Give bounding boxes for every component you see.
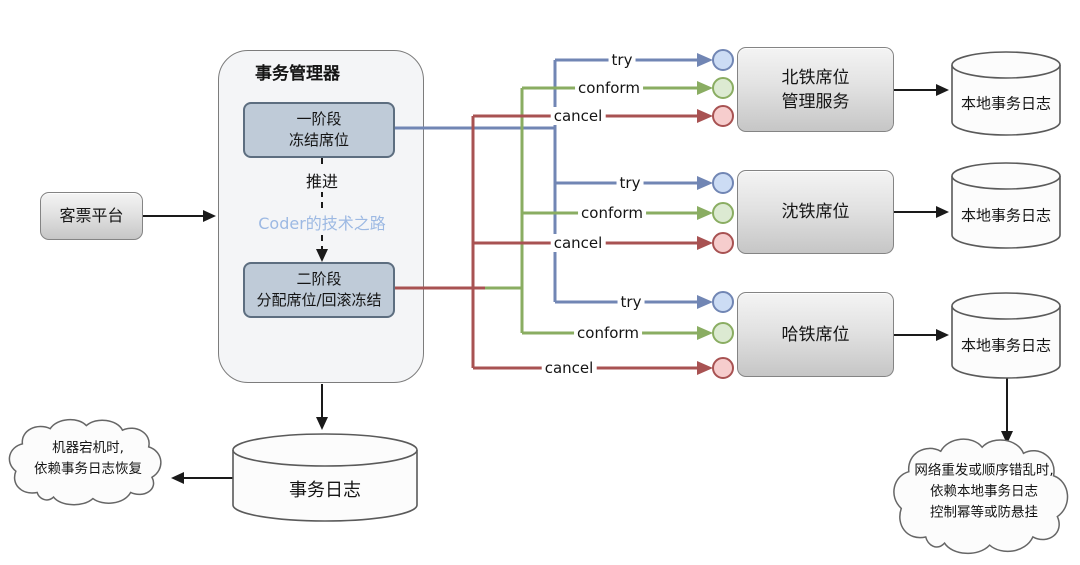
- locallog1-cylinder: [951, 51, 1061, 136]
- conform-arrowhead-1: [697, 81, 713, 95]
- cancel-port-2: [712, 232, 734, 254]
- right-cloud: [894, 439, 1068, 553]
- locallog2-top: [951, 162, 1061, 190]
- phase1-line1: 一阶段: [296, 110, 342, 128]
- databases: [232, 51, 1061, 522]
- arrowhead-leftcloud: [171, 472, 184, 484]
- try-arrowhead-2: [697, 176, 713, 190]
- conform-label-1: conform: [575, 79, 643, 97]
- try-port-3: [712, 291, 734, 313]
- cancel-arrowhead-2: [697, 236, 713, 250]
- note-clouds: [9, 420, 1067, 554]
- client-platform-node: 客票平台: [40, 192, 143, 240]
- txlog-cylinder-body: [232, 450, 418, 522]
- right-cloud-line3: 控制幂等或防悬挂: [929, 504, 1038, 521]
- transaction-manager-title: 事务管理器: [255, 64, 340, 84]
- black-arrows: [143, 89, 1008, 479]
- black-arrowheads: [171, 84, 1013, 484]
- locallog2-body: [951, 176, 1061, 249]
- advance-label: 推进: [302, 168, 342, 192]
- right-cloud-line2: 依赖本地事务日志: [929, 483, 1038, 500]
- locallog1-label: 本地事务日志: [960, 94, 1052, 113]
- service-beitie-title-line2: 管理服务: [781, 91, 850, 112]
- cancel-port-3: [712, 357, 734, 379]
- cancel-lines: [395, 114, 701, 370]
- cancel-label-2: cancel: [550, 234, 606, 252]
- cancel-arrowheads: [697, 109, 713, 375]
- phase2-line2: 分配席位/回滚冻结: [256, 291, 382, 309]
- service-shentie-title: 沈铁席位: [781, 202, 850, 222]
- arrowhead-advance: [316, 249, 328, 262]
- try-port-1: [712, 49, 734, 71]
- right-cloud-line1: 网络重发或顺序错乱时,: [914, 462, 1054, 479]
- left-cloud-text: 机器宕机时, 依赖事务日志恢复: [34, 438, 142, 480]
- locallog2-cylinder: [951, 162, 1061, 249]
- try-label-2: try: [616, 174, 644, 192]
- right-cloud-text: 网络重发或顺序错乱时, 依赖本地事务日志 控制幂等或防悬挂: [914, 461, 1053, 524]
- phase1-node: 一阶段 冻结席位: [243, 102, 395, 158]
- arrowhead-txlog: [316, 417, 328, 430]
- try-lines: [395, 58, 701, 304]
- phase1-line2: 冻结席位: [288, 131, 349, 149]
- locallog3-label: 本地事务日志: [960, 336, 1052, 355]
- locallog3-cylinder: [951, 292, 1061, 379]
- conform-arrowhead-2: [697, 206, 713, 220]
- locallog2-label: 本地事务日志: [960, 206, 1052, 225]
- left-cloud-line2: 依赖事务日志恢复: [34, 461, 142, 477]
- phase2-node: 二阶段 分配席位/回滚冻结: [243, 262, 395, 318]
- txlog-cylinder-top: [232, 433, 418, 467]
- left-cloud-line1: 机器宕机时,: [52, 440, 124, 456]
- left-cloud: [9, 420, 160, 505]
- locallog1-body: [951, 65, 1061, 136]
- arrowhead-rightcloud: [1001, 431, 1013, 444]
- cancel-label-3: cancel: [541, 359, 597, 377]
- service-shentie-node: 沈铁席位: [737, 170, 894, 254]
- endpoint-ports: [712, 49, 734, 379]
- locallog1-top: [951, 51, 1061, 79]
- try-label-1: try: [608, 51, 636, 69]
- client-platform-label: 客票平台: [59, 206, 124, 225]
- cancel-arrowhead-1: [697, 109, 713, 123]
- arrowhead-log1: [936, 84, 949, 96]
- txlog-cylinder: [232, 433, 418, 522]
- cancel-port-1: [712, 105, 734, 127]
- phase2-line1: 二阶段: [296, 270, 342, 288]
- conform-label-3: conform: [574, 324, 642, 342]
- conform-label-2: conform: [578, 204, 646, 222]
- service-beitie-title-line1: 北铁席位: [781, 67, 850, 88]
- conform-port-3: [712, 322, 734, 344]
- conform-port-2: [712, 202, 734, 224]
- cancel-arrowhead-3: [697, 361, 713, 375]
- arrowhead-client: [203, 210, 216, 222]
- locallog3-body: [951, 306, 1061, 379]
- service-hatie-title: 哈铁席位: [781, 324, 850, 345]
- conform-arrowhead-3: [697, 326, 713, 340]
- conform-port-1: [712, 77, 734, 99]
- arrowhead-log3: [936, 329, 949, 341]
- try-arrowhead-1: [697, 53, 713, 67]
- txlog-label: 事务日志: [289, 480, 361, 501]
- locallog3-top: [951, 292, 1061, 320]
- try-arrowhead-3: [697, 295, 713, 309]
- service-beitie-node: 北铁席位 管理服务: [737, 47, 894, 132]
- cancel-label-1: cancel: [550, 107, 606, 125]
- arrowhead-log2: [936, 206, 949, 218]
- try-label-3: try: [617, 293, 645, 311]
- conform-arrowheads: [697, 81, 713, 340]
- service-hatie-node: 哈铁席位: [737, 292, 894, 377]
- watermark-label: Coder的技术之路: [255, 210, 389, 234]
- try-port-2: [712, 172, 734, 194]
- try-arrowheads: [697, 53, 713, 309]
